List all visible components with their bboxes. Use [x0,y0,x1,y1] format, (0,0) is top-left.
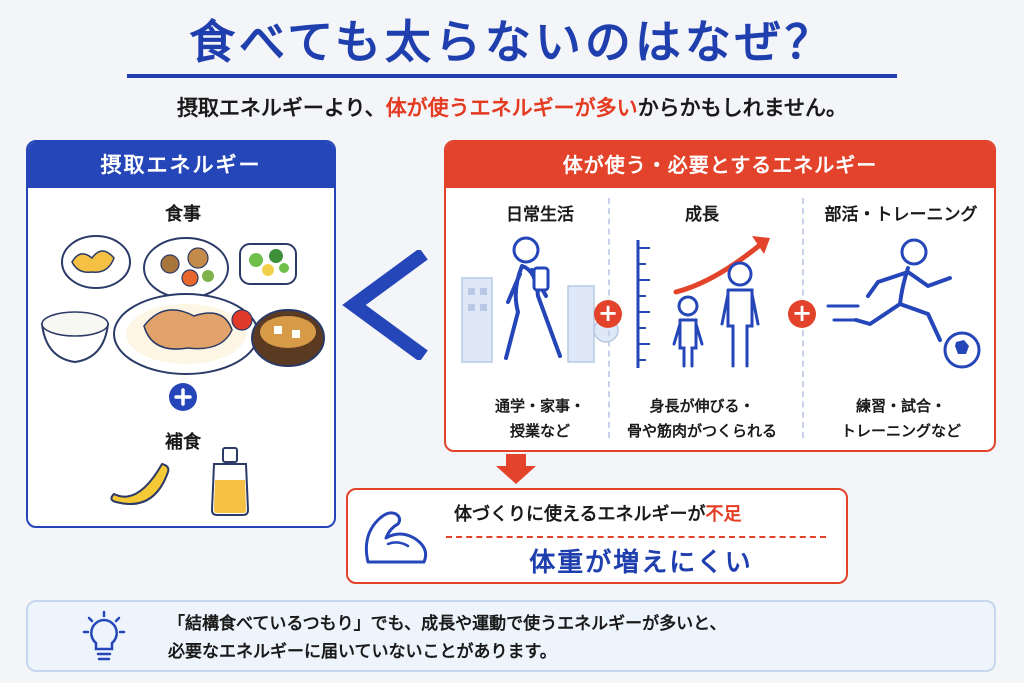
subtitle-highlight: 体が使うエネルギーが多い [385,96,638,120]
result-highlight: 不足 [705,504,742,525]
desc-line: 通学・家事・ [494,397,585,415]
snack-label: 補食 [165,432,201,453]
meal-illustration [40,235,325,375]
subtitle-post: からかもしれません。 [637,96,848,120]
soccer-player-icon [826,238,981,369]
column-daily-life: 日常生活 通学・家事・ 授業など [450,188,630,450]
subtitle-pre: 摂取エネルギーより、 [176,96,386,120]
desc-line: 身長が伸びる・ [649,397,755,415]
note-box: 「結構食べているつもり」でも、成長や運動で使うエネルギーが多いと、 必要なエネル… [26,600,996,672]
column-title: 日常生活 [506,205,574,225]
plus-icon [169,383,197,411]
result-line2: 体重が増えにくい [529,548,753,578]
expenditure-panel: 体が使う・必要とするエネルギー 日常生活 通学・家事・ 授業など + 成長 [444,140,996,452]
lightbulb-icon [82,610,126,661]
growth-icon [636,236,770,368]
plus-icon: + [594,300,622,328]
walking-student-icon [461,236,619,363]
desc-line: 授業など [509,422,570,440]
jelly-drink-icon [210,447,250,516]
subtitle: 摂取エネルギーより、体が使うエネルギーが多いからかもしれません。 [0,92,1024,122]
desc-line: 骨や筋肉がつくられる [626,422,777,440]
down-arrow-icon [496,454,536,484]
column-desc: 身長が伸びる・ 骨や筋肉がつくられる [612,394,792,444]
result-box: 体づくりに使えるエネルギーが不足 体重が増えにくい [346,488,848,584]
banana-icon [110,462,170,505]
meals-label: 食事 [165,204,201,225]
expenditure-header: 体が使う・必要とするエネルギー [446,142,994,188]
result-divider [446,536,826,538]
flexed-arm-icon [364,511,428,564]
column-title: 成長 [685,205,719,225]
desc-line: 練習・試合・ [855,397,946,415]
less-than-sign [342,250,428,360]
column-desc: 練習・試合・ トレーニングなど [806,394,994,444]
result-line1: 体づくりに使えるエネルギーが不足 [454,500,741,526]
note-text: 「結構食べているつもり」でも、成長や運動で使うエネルギーが多いと、 必要なエネル… [168,610,726,666]
note-line: 「結構食べているつもり」でも、成長や運動で使うエネルギーが多いと、 [168,614,727,634]
page-title: 食べても太らないのはなぜ？ [189,15,835,69]
title-underline [127,74,897,78]
intake-panel: 摂取エネルギー 食事 補食 [26,140,336,528]
result-line1-text: 体づくりに使えるエネルギーが [454,504,706,525]
column-title: 部活・トレーニング [824,205,978,225]
intake-header: 摂取エネルギー [28,142,334,188]
column-growth: 成長 身長が伸びる・ 骨や筋肉がつくられる [612,188,792,450]
plus-icon: + [788,300,816,328]
note-line: 必要なエネルギーに届いていないことがあります。 [168,642,557,662]
desc-line: トレーニングなど [840,422,961,440]
column-desc: 通学・家事・ 授業など [450,394,630,444]
column-training: 部活・トレーニング 練習・試合・ トレーニングなど [806,188,994,450]
